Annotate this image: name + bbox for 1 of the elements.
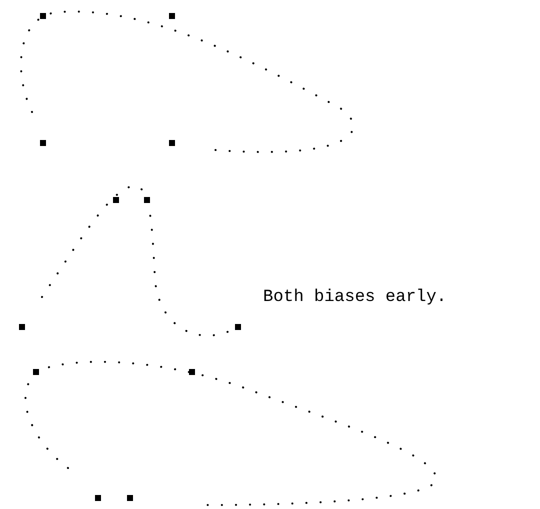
note-text: Both biases early. xyxy=(263,288,447,307)
